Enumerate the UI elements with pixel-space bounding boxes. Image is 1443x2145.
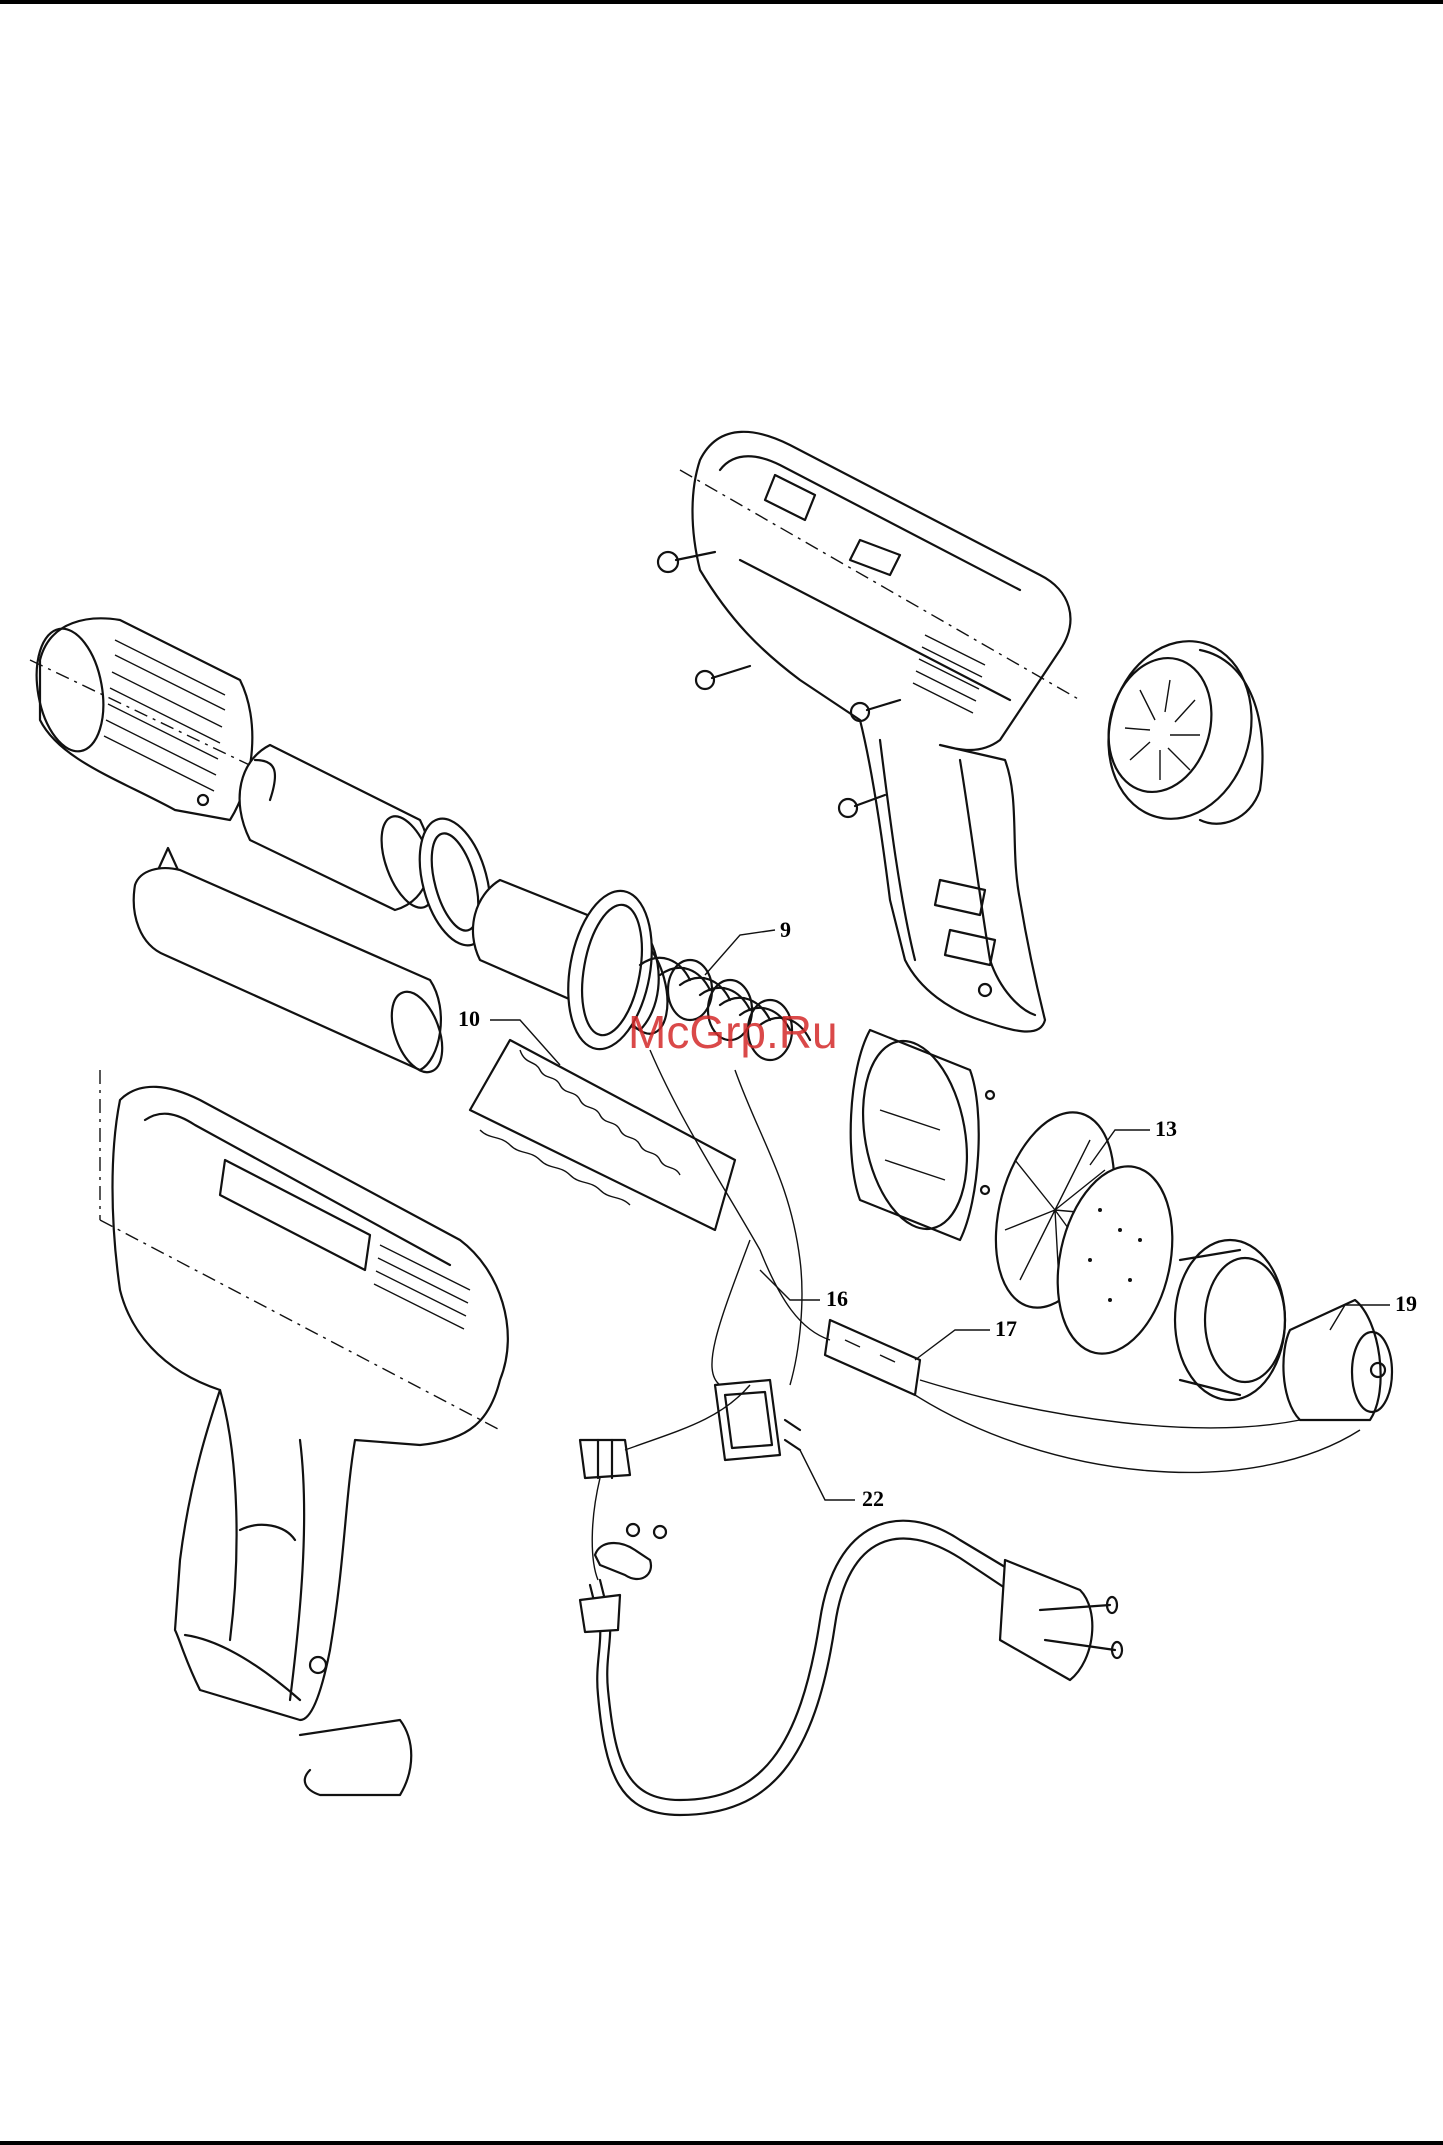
watermark-text: McGrp.Ru (628, 1006, 838, 1058)
callout-10: 10 (458, 1006, 480, 1031)
callout-17: 17 (995, 1316, 1017, 1341)
cable-clamp (595, 1524, 666, 1579)
callout-22: 22 (862, 1486, 884, 1511)
stand-clip (300, 1720, 411, 1795)
callout-13: 13 (1155, 1116, 1177, 1141)
callout-16: 16 (826, 1286, 848, 1311)
callout-9: 9 (780, 917, 791, 942)
motor-mount (1175, 1240, 1285, 1400)
fan-inlet-grill (1089, 625, 1271, 835)
nozzle-cone (28, 618, 260, 820)
heater-holder (849, 1030, 994, 1240)
nozzle-screw (158, 848, 178, 870)
mica-support-strip (470, 1040, 735, 1230)
housing-half-right (680, 432, 1080, 1032)
switch (715, 1380, 800, 1460)
outer-cylinder (240, 745, 445, 915)
power-cord (580, 1521, 1122, 1815)
plug (1000, 1560, 1122, 1680)
terminal-block (580, 1440, 630, 1478)
circuit-board (825, 1320, 920, 1395)
housing-half-left (100, 1070, 508, 1720)
callout-19: 19 (1395, 1291, 1417, 1316)
